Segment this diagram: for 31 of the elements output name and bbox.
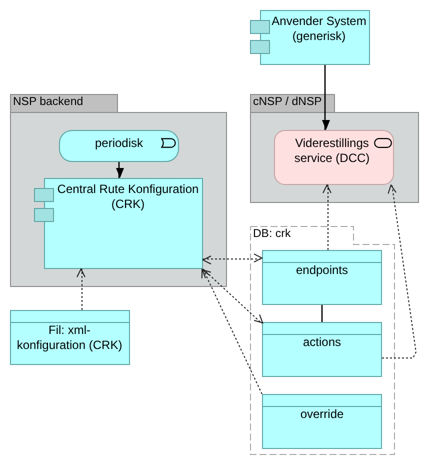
arrow — [116, 162, 124, 178]
data-object-label: Fil: xml-konfiguration (CRK) — [16, 323, 123, 353]
group-label: DB: crk — [253, 227, 291, 242]
component-box — [250, 10, 370, 65]
data-object-label: override — [300, 407, 344, 422]
service-box — [274, 130, 394, 185]
component-box — [34, 178, 203, 269]
data-object-label: actions — [302, 335, 342, 350]
component-label: Anvender System (generisk) — [270, 14, 368, 44]
dotted-arrow — [76, 268, 86, 310]
component-label: Central Rute Konfiguration (CRK) — [56, 182, 200, 212]
dotted-arrow — [201, 268, 262, 394]
group-label: cNSP / dNSP — [253, 95, 322, 110]
package-group — [250, 94, 419, 203]
data-object-box — [262, 250, 382, 305]
connector-line — [321, 305, 323, 322]
dotted-double-arrow — [202, 254, 262, 264]
data-object-label: endpoints — [296, 263, 348, 278]
dotted-arrow — [382, 184, 417, 359]
service-label: Viderestillings service (DCC) — [293, 136, 371, 166]
group-label: NSP backend — [13, 95, 84, 110]
data-object-box — [262, 322, 382, 377]
dotted-double-arrow — [202, 268, 264, 324]
package-group — [10, 94, 227, 287]
dashed-package-group — [250, 226, 395, 455]
data-object-box — [10, 310, 130, 365]
event-box — [59, 130, 179, 162]
arrow — [322, 65, 330, 130]
data-object-box — [262, 394, 382, 449]
event-label: periodisk — [94, 136, 144, 151]
dotted-arrow — [322, 184, 332, 250]
